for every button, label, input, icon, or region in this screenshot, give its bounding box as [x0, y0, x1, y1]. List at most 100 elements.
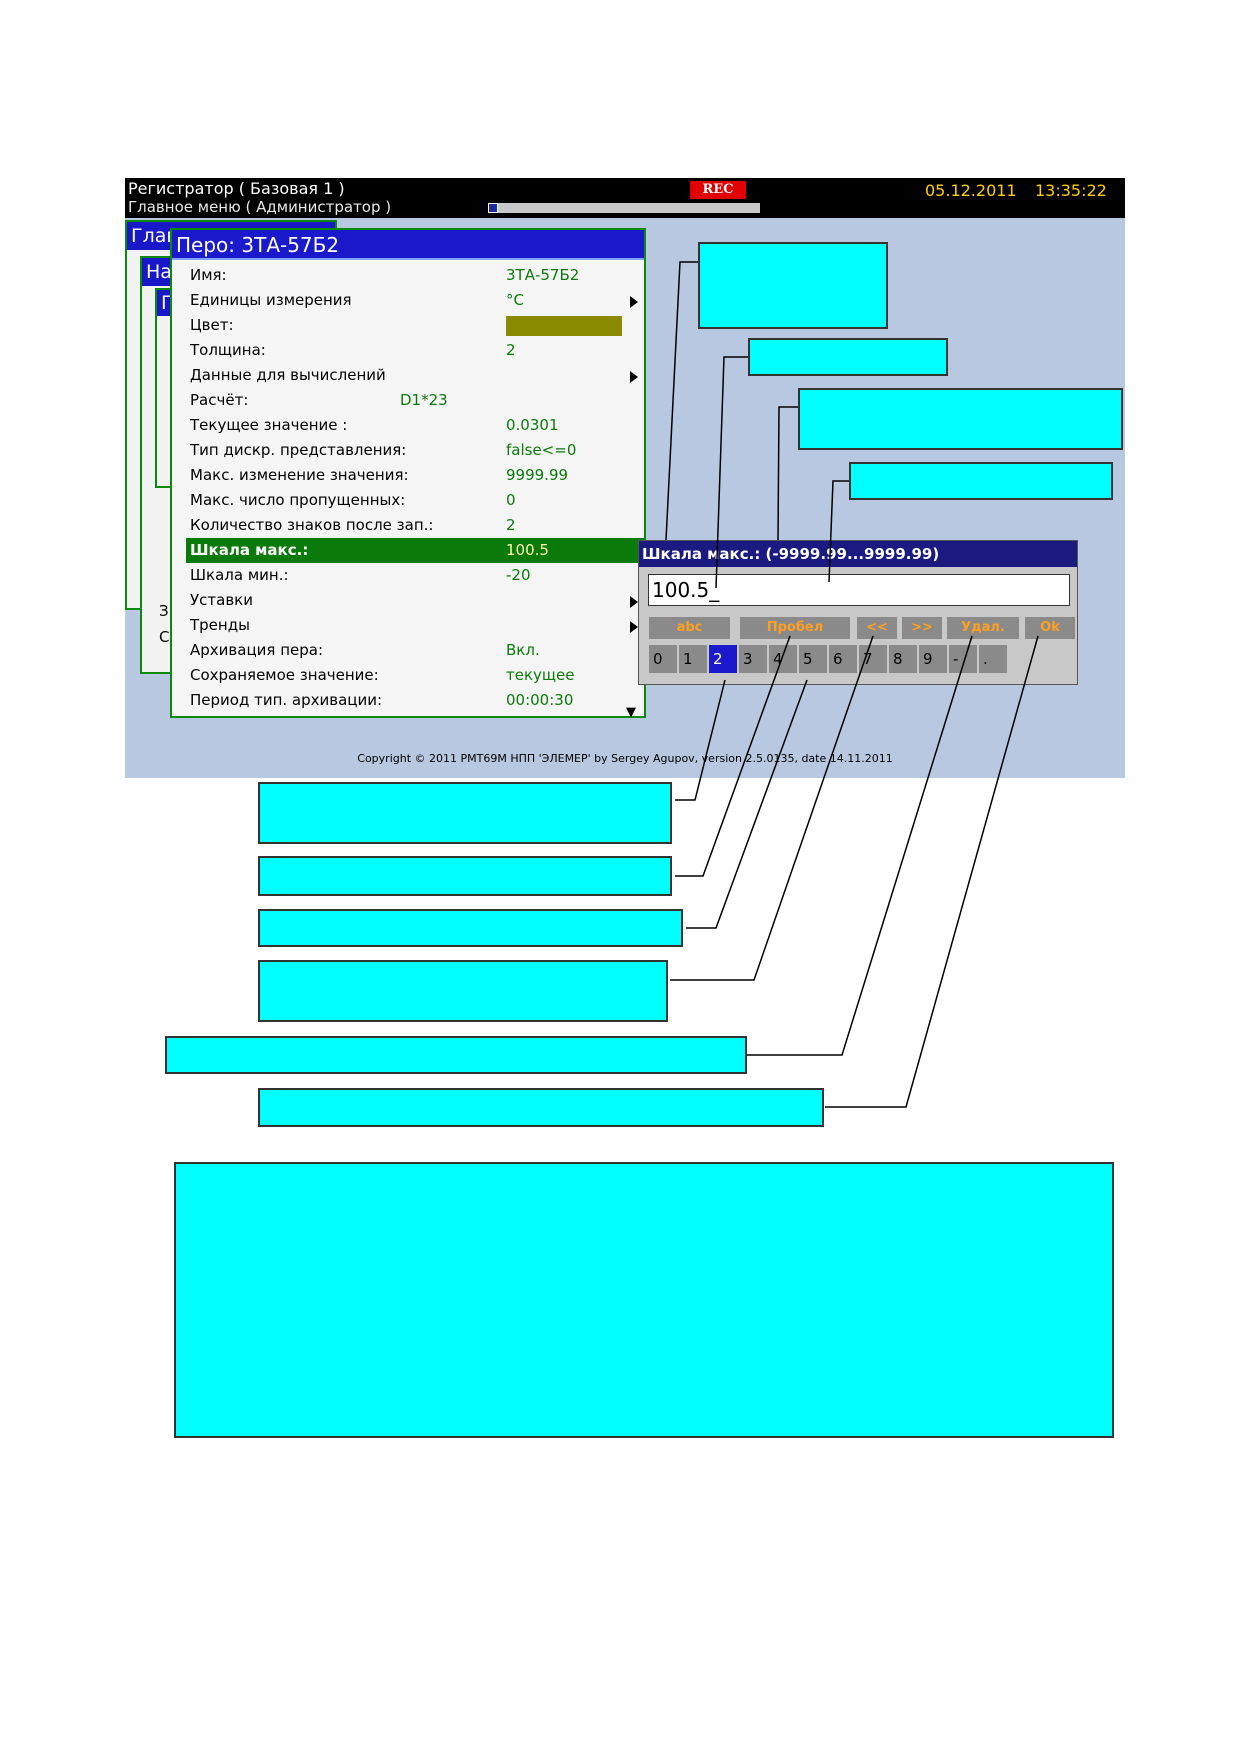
settings-row-value: Вкл. [506, 641, 540, 659]
settings-row[interactable]: Архивация пера: Вкл. [186, 638, 644, 663]
settings-row[interactable]: Шкала мин.: -20 [186, 563, 644, 588]
digit-key[interactable]: - [949, 645, 977, 673]
settings-row[interactable]: Макс. число пропущенных: 0 [186, 488, 644, 513]
settings-row-label: Данные для вычислений [190, 366, 386, 384]
settings-row-label: Сохраняемое значение: [190, 666, 379, 684]
space-button[interactable]: Пробел [740, 617, 850, 639]
settings-row-label: Шкала мин.: [190, 566, 289, 584]
callout-box [258, 960, 668, 1022]
settings-row-label: Уставки [190, 591, 253, 609]
settings-row[interactable]: Сохраняемое значение: текущее [186, 663, 644, 688]
color-swatch[interactable] [506, 316, 622, 336]
submenu-arrow-icon [630, 621, 638, 633]
menu-fragment[interactable]: З [159, 602, 169, 620]
settings-row-label: Единицы измерения [190, 291, 352, 309]
settings-row[interactable]: Расчёт: D1*23 [186, 388, 644, 413]
scroll-down-icon[interactable]: ▼ [626, 705, 636, 720]
callout-box [849, 462, 1113, 500]
recorder-screen: Регистратор ( Базовая 1 ) Главное меню (… [125, 178, 1125, 778]
settings-row-label: Количество знаков после зап.: [190, 516, 434, 534]
status-bar: Регистратор ( Базовая 1 ) Главное меню (… [125, 178, 1125, 218]
settings-row-value: 100.5 [506, 541, 549, 559]
pen-window-title: Перо: 3ТА-57Б2 [172, 230, 644, 260]
progress-fill [488, 203, 498, 213]
submenu-arrow-icon [630, 296, 638, 308]
settings-row-value: текущее [506, 666, 575, 684]
digit-key[interactable]: 8 [889, 645, 917, 673]
settings-row[interactable]: Имя: 3ТА-57Б2 [186, 263, 644, 288]
digit-key[interactable]: 9 [919, 645, 947, 673]
settings-row-label: Тип дискр. представления: [190, 441, 407, 459]
settings-row-value: -20 [506, 566, 531, 584]
settings-row-label: Период тип. архивации: [190, 691, 383, 709]
settings-row-value: D1*23 [400, 391, 448, 409]
settings-row[interactable]: Уставки [186, 588, 644, 613]
settings-row-label: Имя: [190, 266, 227, 284]
submenu-arrow-icon [630, 371, 638, 383]
settings-row[interactable]: Количество знаков после зап.: 2 [186, 513, 644, 538]
value-input[interactable]: 100.5_ [648, 574, 1070, 606]
settings-row-label: Архивация пера: [190, 641, 323, 659]
callout-box [165, 1036, 747, 1074]
digit-key[interactable]: 1 [679, 645, 707, 673]
settings-row[interactable]: Макс. изменение значения: 9999.99 [186, 463, 644, 488]
digit-key[interactable]: 7 [859, 645, 887, 673]
callout-box [258, 856, 672, 896]
digit-key[interactable]: 6 [829, 645, 857, 673]
settings-row-label: Шкала макс.: [190, 541, 309, 559]
settings-row[interactable]: Шкала макс.: 100.5 [186, 538, 644, 563]
digit-key[interactable]: 5 [799, 645, 827, 673]
callout-box [698, 242, 888, 329]
settings-row-value: false<=0 [506, 441, 577, 459]
digit-key[interactable]: 4 [769, 645, 797, 673]
settings-row-value: 3ТА-57Б2 [506, 266, 580, 284]
rec-indicator: REC [690, 181, 746, 199]
settings-row[interactable]: Тип дискр. представления: false<=0 [186, 438, 644, 463]
callout-box [258, 1088, 824, 1127]
progress-bar [488, 203, 760, 213]
digit-key[interactable]: . [979, 645, 1007, 673]
callout-box [174, 1162, 1114, 1438]
settings-row-value: 2 [506, 341, 516, 359]
settings-row-label: Цвет: [190, 316, 234, 334]
settings-row-value: 9999.99 [506, 466, 569, 484]
settings-row-value: 00:00:30 [506, 691, 574, 709]
callout-box [258, 782, 672, 844]
numeric-input-dialog: Шкала макс.: (-9999.99...9999.99) 100.5_… [638, 540, 1078, 685]
time-display: 13:35:22 [1035, 181, 1107, 200]
callout-box [798, 388, 1123, 450]
settings-row[interactable]: Период тип. архивации: 00:00:30 [186, 688, 644, 713]
delete-button[interactable]: Удал. [947, 617, 1019, 639]
settings-row-value: °C [506, 291, 524, 309]
settings-row[interactable]: Цвет: [186, 313, 644, 338]
settings-row-label: Толщина: [190, 341, 266, 359]
settings-row-label: Тренды [190, 616, 250, 634]
settings-row[interactable]: Данные для вычислений [186, 363, 644, 388]
settings-row-value: 0.0301 [506, 416, 559, 434]
digit-key[interactable]: 3 [739, 645, 767, 673]
settings-row[interactable]: Толщина: 2 [186, 338, 644, 363]
menu-fragment[interactable]: С [159, 628, 170, 646]
menu-path: Главное меню ( Администратор ) [128, 198, 392, 216]
submenu-arrow-icon [630, 596, 638, 608]
ok-button[interactable]: Ok [1025, 617, 1075, 639]
copyright-text: Copyright © 2011 РМТ69М НПП 'ЭЛЕМЕР' by … [357, 752, 893, 765]
settings-row-label: Макс. число пропущенных: [190, 491, 406, 509]
settings-row-label: Текущее значение : [190, 416, 348, 434]
settings-row[interactable]: Единицы измерения °C [186, 288, 644, 313]
digit-key[interactable]: 2 [709, 645, 737, 673]
cursor-right-button[interactable]: >> [902, 617, 942, 639]
callout-box [258, 909, 683, 947]
settings-row-label: Макс. изменение значения: [190, 466, 409, 484]
settings-row-value: 2 [506, 516, 516, 534]
settings-row[interactable]: Тренды [186, 613, 644, 638]
digit-key[interactable]: 0 [649, 645, 677, 673]
cursor-left-button[interactable]: << [857, 617, 897, 639]
settings-row-label: Расчёт: [190, 391, 249, 409]
settings-row[interactable]: Текущее значение : 0.0301 [186, 413, 644, 438]
callout-box [748, 338, 948, 376]
abc-button[interactable]: abc [649, 617, 730, 639]
settings-row-value: 0 [506, 491, 516, 509]
